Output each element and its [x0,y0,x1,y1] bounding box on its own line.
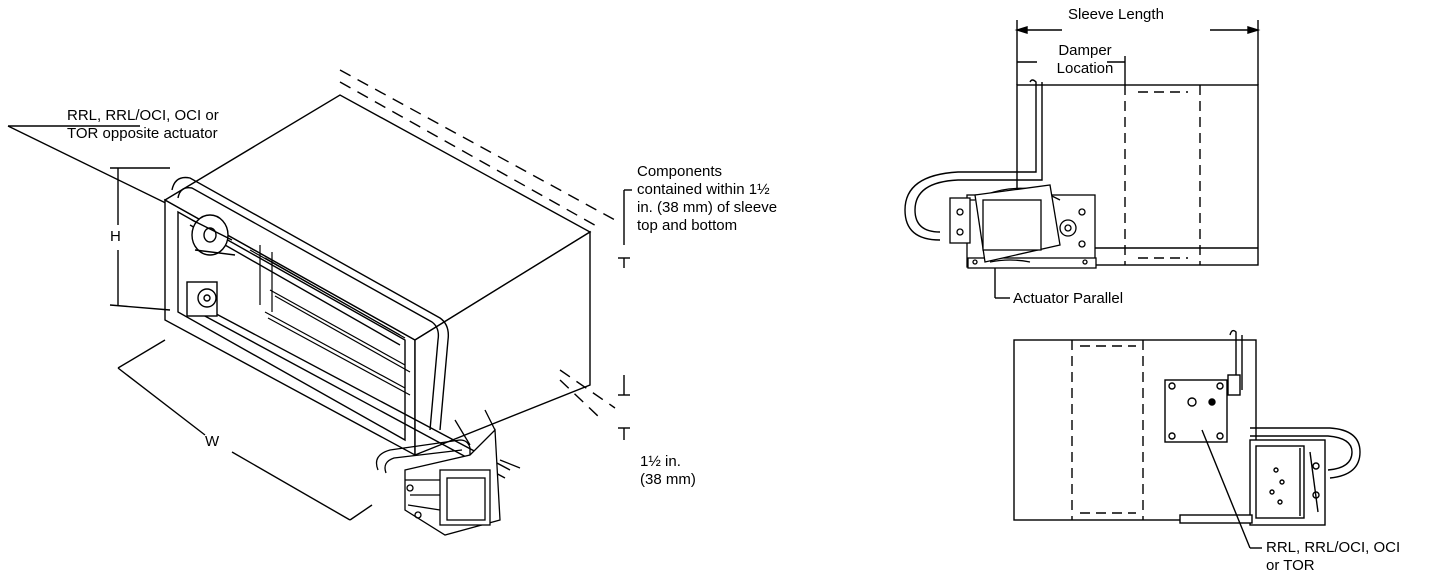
shaft-rod [189,299,511,479]
actuator-parallel-label: Actuator Parallel [1013,290,1124,307]
clearance-label: 1½ in. (38 mm) [640,453,696,488]
dim-w [117,339,373,521]
extension-lines [339,69,616,419]
upper-pulley [191,214,236,256]
sleeve-length-label: Sleeve Length [1068,6,1164,23]
damper-blades [249,245,411,396]
top-plan-view [904,20,1261,299]
sleeve-box [163,94,592,457]
clearance-ticks [618,189,632,440]
lower-bearing [186,281,218,317]
actuator-iso [375,409,521,536]
actuator-plan [949,184,1097,269]
components-note: Components contained within 1½ in. (38 m… [637,163,778,234]
dim-h-label: H [110,228,121,245]
isometric-damper-view [7,69,632,536]
damper-location-label: Damper Location [1056,42,1114,77]
callout-bottom-view: RRL, RRL/OCI, OCI or TOR [1266,539,1401,574]
dim-w-label: W [205,433,220,450]
callout-leader-diag [7,125,181,211]
dim-h [109,167,171,311]
linkage-rod [171,176,450,431]
callout-opposite-actuator: RRL, RRL/OCI, OCI or TOR opposite actuat… [67,107,219,142]
bottom-plan-view [1013,329,1361,549]
